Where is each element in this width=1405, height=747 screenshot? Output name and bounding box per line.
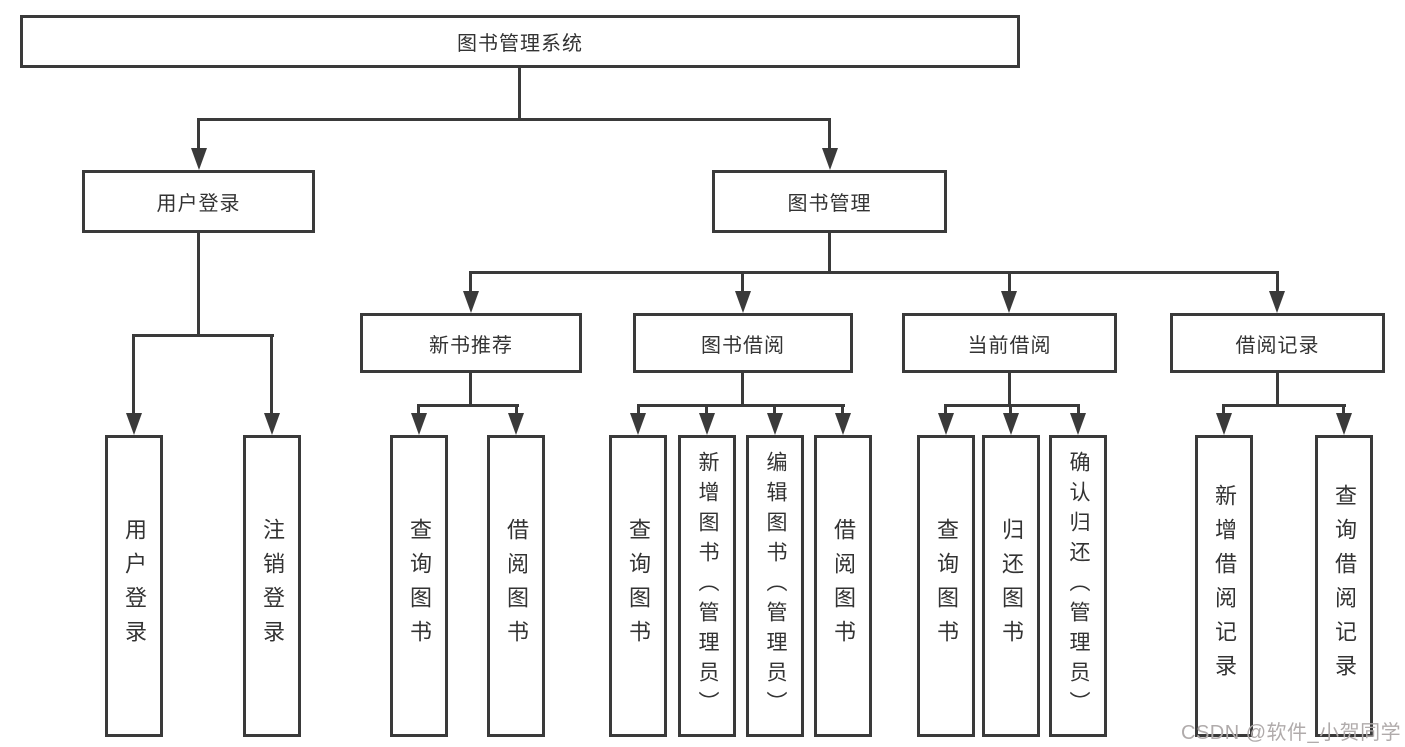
arrow-down-icon bbox=[1001, 291, 1017, 313]
node-label: 图书管理系统 bbox=[457, 33, 583, 55]
arrow-down-icon bbox=[835, 413, 851, 435]
node-borrow-record: 借阅记录 bbox=[1170, 313, 1385, 373]
arrow-down-icon bbox=[938, 413, 954, 435]
connector-line bbox=[637, 404, 845, 407]
connector-line bbox=[828, 233, 831, 273]
arrow-down-icon bbox=[822, 148, 838, 170]
leaf-add-borrow-record: 新增借阅记录 bbox=[1195, 435, 1253, 737]
leaf-label: 归还图书 bbox=[999, 518, 1024, 654]
connector-line bbox=[197, 118, 200, 151]
connector-line bbox=[197, 233, 200, 336]
leaf-borrow-book-recommend: 借阅图书 bbox=[487, 435, 545, 737]
connector-line bbox=[1009, 404, 1012, 416]
node-label: 图书借阅 bbox=[701, 334, 785, 357]
connector-line bbox=[518, 67, 521, 121]
node-user-login: 用户登录 bbox=[82, 170, 315, 233]
leaf-query-book-recommend: 查询图书 bbox=[390, 435, 448, 737]
leaf-borrow-book: 借阅图书 bbox=[814, 435, 872, 737]
node-label: 用户登录 bbox=[156, 193, 241, 215]
leaf-label: 查询图书 bbox=[407, 518, 432, 654]
arrow-down-icon bbox=[411, 413, 427, 435]
leaf-query-book-borrow: 查询图书 bbox=[609, 435, 667, 737]
connector-line bbox=[469, 271, 1279, 274]
arrow-down-icon bbox=[1003, 413, 1019, 435]
connector-line bbox=[1008, 373, 1011, 407]
connector-line bbox=[417, 404, 420, 416]
node-new-book-recommend: 新书推荐 bbox=[360, 313, 582, 373]
connector-line bbox=[469, 271, 472, 295]
connector-line bbox=[944, 404, 1080, 407]
leaf-add-book-admin: 新增图书（管理员） bbox=[678, 435, 736, 737]
connector-line bbox=[1077, 404, 1080, 416]
connector-line bbox=[197, 118, 831, 121]
leaf-label: 新增图书（管理员） bbox=[696, 451, 719, 721]
arrow-down-icon bbox=[630, 413, 646, 435]
leaf-label: 查询图书 bbox=[626, 518, 651, 654]
leaf-logout: 注销登录 bbox=[243, 435, 301, 737]
leaf-label: 确认归还（管理员） bbox=[1067, 451, 1090, 721]
arrow-down-icon bbox=[735, 291, 751, 313]
arrow-down-icon bbox=[1336, 413, 1352, 435]
connector-line bbox=[828, 118, 831, 151]
leaf-label: 新增借阅记录 bbox=[1212, 484, 1237, 688]
leaf-label: 借阅图书 bbox=[504, 518, 529, 654]
connector-line bbox=[741, 373, 744, 407]
leaf-confirm-return-admin: 确认归还（管理员） bbox=[1049, 435, 1107, 737]
node-book-management: 图书管理 bbox=[712, 170, 947, 233]
leaf-query-book-current: 查询图书 bbox=[917, 435, 975, 737]
arrow-down-icon bbox=[126, 413, 142, 435]
leaf-label: 借阅图书 bbox=[831, 518, 856, 654]
connector-line bbox=[944, 404, 947, 416]
connector-line bbox=[1276, 373, 1279, 407]
arrow-down-icon bbox=[508, 413, 524, 435]
node-label: 当前借阅 bbox=[967, 334, 1052, 357]
node-label: 图书管理 bbox=[787, 193, 872, 215]
connector-line bbox=[1008, 271, 1011, 295]
node-label: 新书推荐 bbox=[429, 334, 513, 357]
arrow-down-icon bbox=[463, 291, 479, 313]
connector-line bbox=[1276, 271, 1279, 295]
connector-line bbox=[270, 334, 273, 416]
leaf-query-borrow-record: 查询借阅记录 bbox=[1315, 435, 1373, 737]
leaf-label: 编辑图书（管理员） bbox=[764, 451, 787, 721]
leaf-label: 查询借阅记录 bbox=[1332, 484, 1357, 688]
watermark: CSDN @软件_小贺同学 bbox=[1181, 722, 1402, 744]
leaf-user-login: 用户登录 bbox=[105, 435, 163, 737]
arrow-down-icon bbox=[1269, 291, 1285, 313]
connector-line bbox=[1222, 404, 1225, 416]
node-library-system: 图书管理系统 bbox=[20, 15, 1020, 68]
connector-line bbox=[1342, 404, 1345, 416]
connector-line bbox=[705, 404, 708, 416]
arrow-down-icon bbox=[699, 413, 715, 435]
connector-line bbox=[132, 334, 274, 337]
connector-line bbox=[515, 404, 518, 416]
connector-line bbox=[469, 373, 472, 407]
connector-line bbox=[773, 404, 776, 416]
connector-line bbox=[637, 404, 640, 416]
arrow-down-icon bbox=[767, 413, 783, 435]
connector-line bbox=[1222, 404, 1346, 407]
connector-line bbox=[132, 334, 135, 416]
leaf-label: 用户登录 bbox=[122, 518, 147, 654]
arrow-down-icon bbox=[191, 148, 207, 170]
connector-line bbox=[417, 404, 519, 407]
node-current-borrow: 当前借阅 bbox=[902, 313, 1117, 373]
leaf-return-book: 归还图书 bbox=[982, 435, 1040, 737]
arrow-down-icon bbox=[264, 413, 280, 435]
leaf-edit-book-admin: 编辑图书（管理员） bbox=[746, 435, 804, 737]
arrow-down-icon bbox=[1216, 413, 1232, 435]
node-book-borrow: 图书借阅 bbox=[633, 313, 853, 373]
arrow-down-icon bbox=[1070, 413, 1086, 435]
leaf-label: 注销登录 bbox=[260, 518, 285, 654]
connector-line bbox=[741, 271, 744, 295]
node-label: 借阅记录 bbox=[1235, 334, 1320, 357]
leaf-label: 查询图书 bbox=[934, 518, 959, 654]
connector-line bbox=[841, 404, 844, 416]
